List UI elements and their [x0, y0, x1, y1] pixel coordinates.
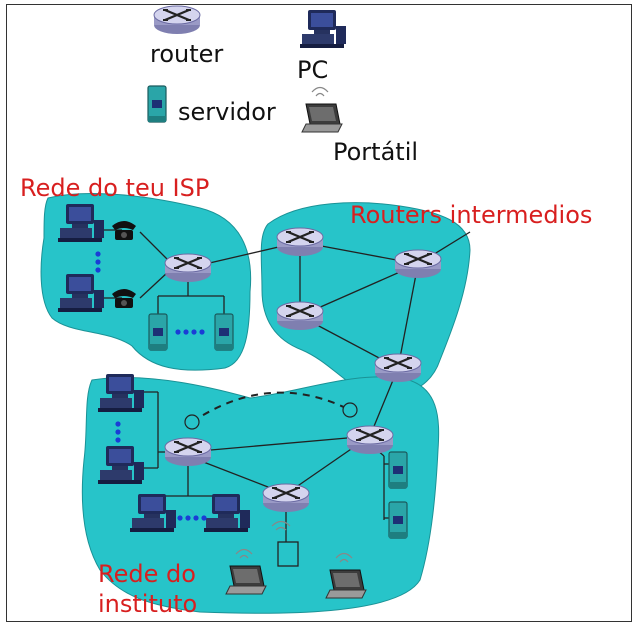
- legend-server-label: servidor: [178, 98, 276, 126]
- legend-router-icon: [152, 4, 202, 36]
- institute-pc-row-ellipsis: [177, 515, 207, 521]
- intermediate-region-label: Routers intermedios: [350, 201, 592, 229]
- institute-router-icon: [345, 424, 395, 456]
- institute-router-icon: [163, 436, 213, 468]
- dashed-virtual-link: [191, 391, 351, 423]
- legend-pc-label: PC: [297, 56, 328, 84]
- institute-label-line2: instituto: [98, 590, 197, 618]
- legend-laptop-label: Portátil: [333, 138, 418, 166]
- institute-label-line1: Rede do: [98, 560, 196, 588]
- isp-server-ellipsis: [175, 329, 205, 335]
- intermediate-router-icon: [275, 226, 325, 258]
- institute-region-label: Rede do instituto: [98, 560, 204, 618]
- link-endpoint-right: [342, 402, 358, 418]
- legend-server-icon: [147, 85, 167, 123]
- wifi-signal-icon: [271, 520, 291, 531]
- institute-server-icon: [388, 451, 408, 489]
- institute-server-icon: [388, 501, 408, 539]
- intermediate-router-icon: [373, 352, 423, 384]
- isp-region-label: Rede do teu ISP: [20, 174, 209, 202]
- isp-router-icon: [163, 252, 213, 284]
- isp-network-cloud: [40, 192, 252, 371]
- isp-server-icon: [214, 313, 234, 351]
- diagram-frame: [6, 4, 632, 622]
- isp-pc-ellipsis: [95, 251, 101, 273]
- intermediate-router-icon: [275, 300, 325, 332]
- link-endpoint-left: [184, 414, 200, 430]
- legend-laptop-icon: [301, 86, 343, 133]
- legend-router-label: router: [150, 40, 223, 68]
- institute-router-icon: [261, 482, 311, 514]
- isp-server-icon: [148, 313, 168, 351]
- intermediate-router-icon: [393, 248, 443, 280]
- institute-pc-ellipsis: [115, 421, 121, 443]
- legend-pc-icon: [300, 10, 346, 48]
